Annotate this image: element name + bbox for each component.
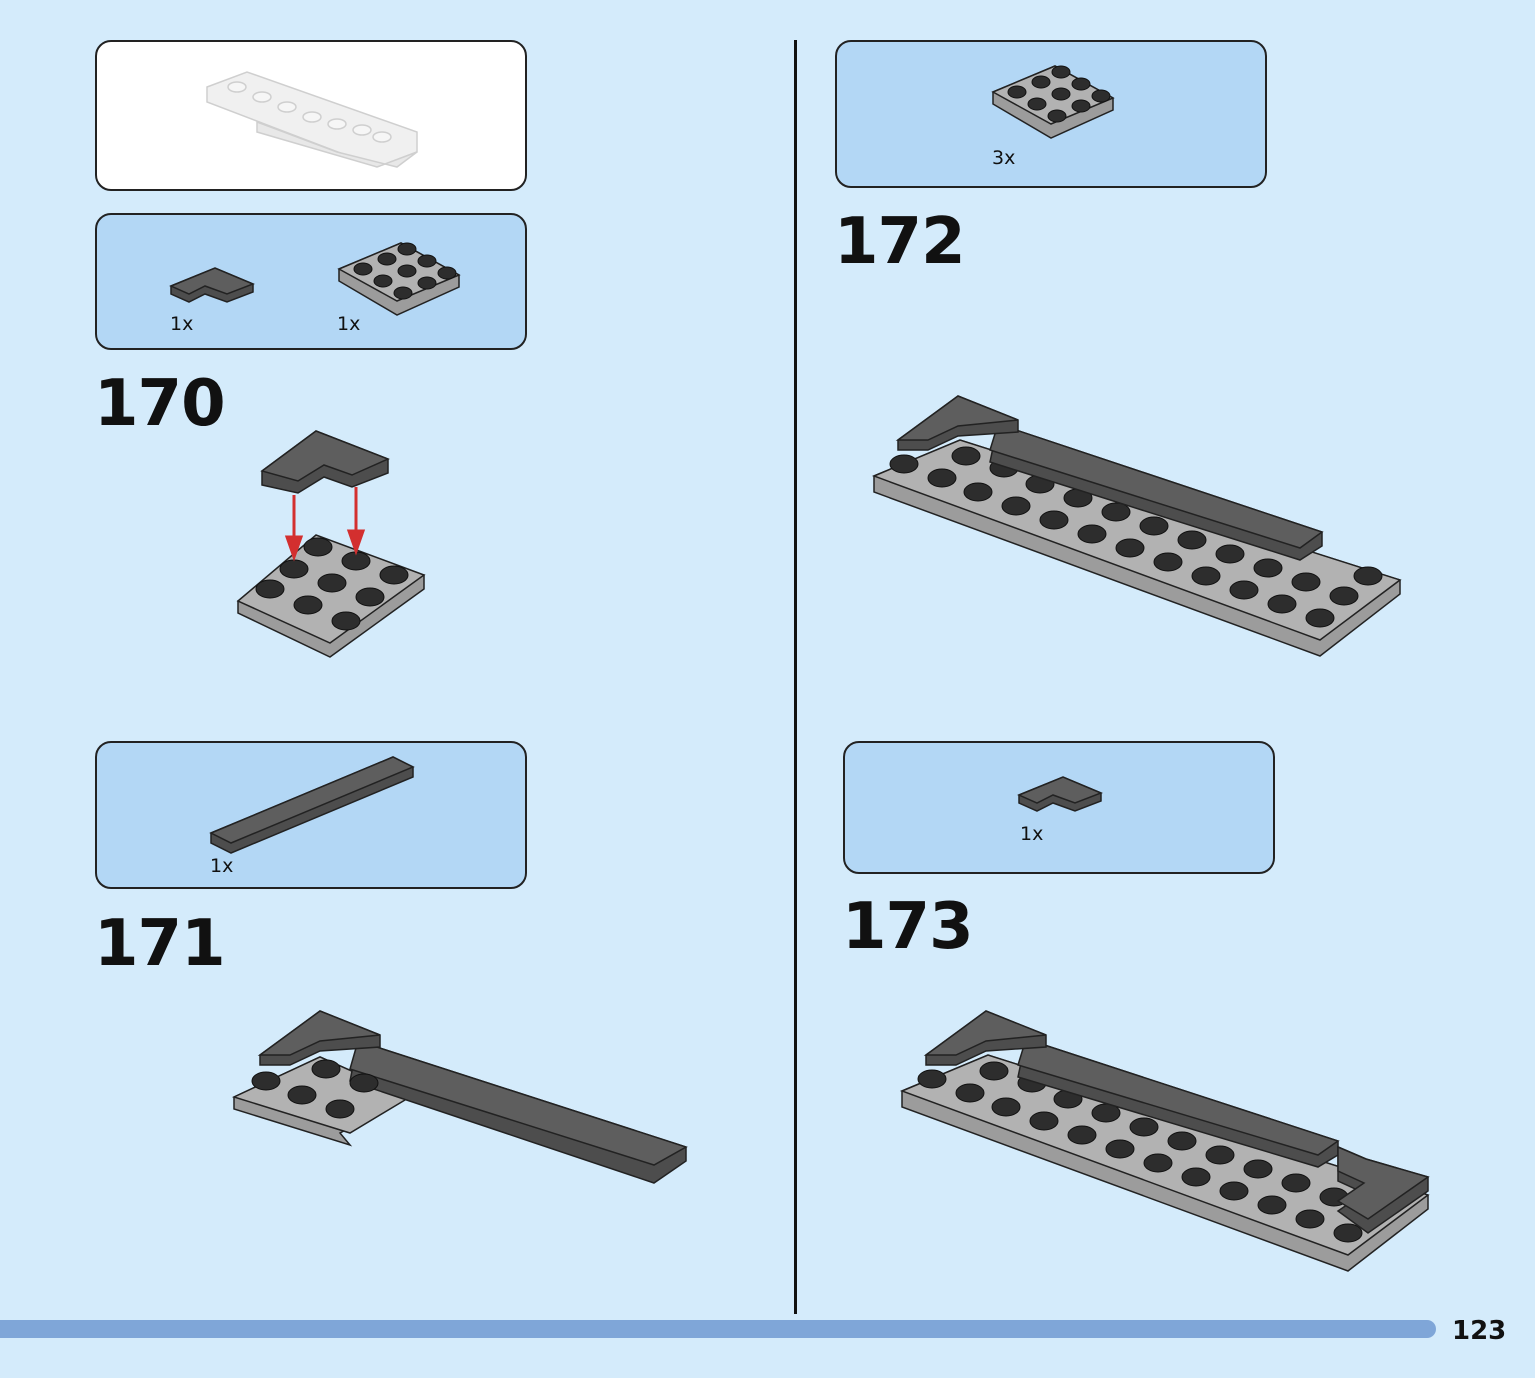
step-172-assembly-illustration [871,395,1402,657]
ghost-model-preview-icon [206,71,418,168]
page-number: 123 [1452,1316,1507,1346]
part-quantity: 1x [1020,823,1044,845]
step-171-assembly-illustration [231,1010,688,1184]
part-quantity: 1x [210,855,234,877]
step-170-assembly-illustration [236,430,426,658]
step-number: 170 [94,367,226,441]
step-173-assembly-illustration [899,1010,1430,1272]
dark-gray-long-tile-icon [209,756,415,854]
step-173-parts-box: 1x [843,741,1275,874]
column-divider [794,40,797,1314]
dark-gray-corner-plate-icon [1017,776,1104,812]
gray-3x3-plate-icon [991,65,1115,139]
step-number: 171 [94,907,226,981]
page-progress-bar [0,1320,1436,1338]
part-quantity: 1x [337,313,361,335]
dark-gray-corner-plate-icon [169,267,256,303]
step-170-parts-box: 1x 1x [95,213,527,350]
step-172-parts-box: 3x [835,40,1267,188]
part-quantity: 1x [170,313,194,335]
step-number: 172 [834,205,966,279]
previous-model-preview-box [95,40,527,191]
step-number: 173 [842,890,974,964]
step-171-parts-box: 1x [95,741,527,889]
gray-3x3-plate-icon [337,242,461,316]
part-quantity: 3x [992,147,1016,169]
